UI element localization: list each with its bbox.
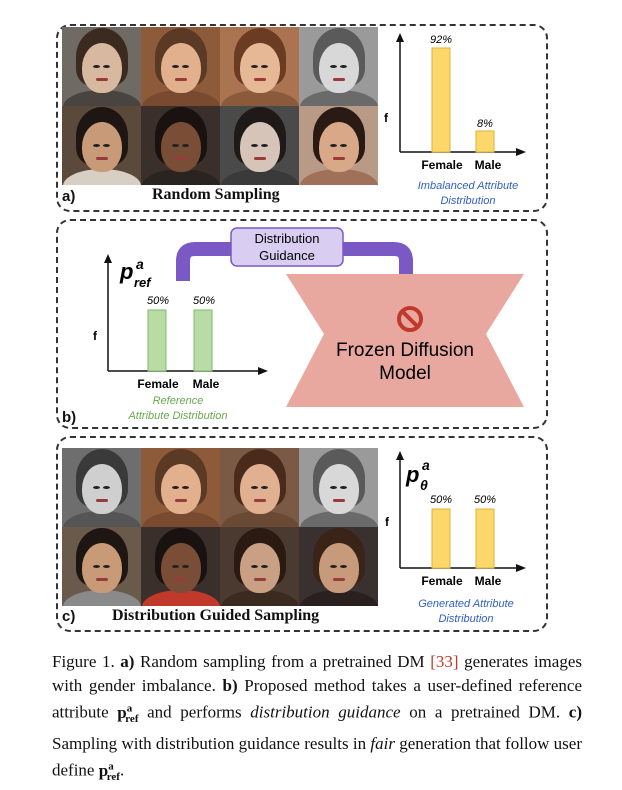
panel-b-label: b) bbox=[62, 409, 77, 426]
caption-b-text2: and performs bbox=[147, 702, 242, 722]
p-ref-sup: a bbox=[136, 256, 144, 272]
guidance-diagram: Distribution Guidance Frozen Diffusion M… bbox=[176, 227, 524, 407]
caption-c-label: c) bbox=[568, 702, 583, 722]
panel-a bbox=[56, 24, 548, 212]
chart-reference: p a ref f 50% 50% Female Male bbox=[93, 254, 268, 391]
y-axis-arrow bbox=[396, 451, 404, 460]
imbalanced-note: Imbalanced Attribute Distribution bbox=[398, 179, 538, 209]
category-female: Female bbox=[421, 574, 463, 588]
y-axis-label: f bbox=[385, 515, 390, 529]
bar-label-male: 50% bbox=[474, 494, 496, 506]
caption-a-text1: Random sampling from a pretrained DM bbox=[140, 652, 425, 671]
portrait-woman-asian bbox=[62, 106, 141, 185]
panel-a-title: Random Sampling bbox=[152, 186, 280, 203]
imbalanced-note-line1: Imbalanced Attribute bbox=[417, 180, 519, 192]
caption-b-italic: distribution guidance bbox=[250, 702, 401, 722]
bar-label-female: 92% bbox=[430, 34, 452, 46]
portrait-woman-dark-hair bbox=[220, 106, 299, 185]
caption-b-text1: Proposed method takes a user-defined ref… bbox=[52, 675, 583, 722]
portrait-woman-closeup bbox=[141, 27, 220, 106]
portrait-woman-hood-grayscale bbox=[299, 27, 378, 106]
chart-generated: p a θ f 50% 50% Female Male bbox=[385, 451, 526, 588]
generated-note-line2: Distribution bbox=[438, 613, 494, 625]
photo-grid-random bbox=[62, 27, 378, 185]
p-theta-symbol: p bbox=[405, 462, 419, 487]
portrait-woman-brunette bbox=[220, 448, 299, 527]
bar-label-female: 50% bbox=[147, 295, 169, 307]
caption-b-label: b) bbox=[222, 675, 238, 695]
y-axis-arrow bbox=[104, 254, 112, 263]
reference-note-line1: Reference bbox=[152, 395, 204, 407]
bar-male bbox=[193, 309, 213, 372]
caption-a-label: a) bbox=[120, 652, 135, 671]
portrait-woman-long-hair-grayscale bbox=[62, 448, 141, 527]
p-theta-sup: a bbox=[422, 457, 430, 473]
portrait-woman-closeup bbox=[141, 448, 220, 527]
caption-a-text2: generates images with gender imbalance. bbox=[52, 652, 582, 695]
frozen-model-shape bbox=[286, 274, 524, 407]
category-female: Female bbox=[137, 377, 179, 391]
caption-c-italic: fair bbox=[370, 733, 395, 753]
bar-label-male: 8% bbox=[477, 118, 493, 130]
caption-b-text3: on a pretrained DM. bbox=[409, 702, 561, 722]
chart-imbalanced: f 92% 8% Female Male bbox=[384, 33, 526, 172]
bar-female bbox=[431, 47, 451, 153]
bar-female bbox=[147, 309, 167, 372]
panel-c bbox=[56, 436, 548, 632]
p-ref-symbol: p bbox=[119, 259, 133, 284]
p-ref-sub: ref bbox=[134, 275, 152, 290]
caption-c-text2: generation that follow user define bbox=[52, 733, 583, 780]
category-male: Male bbox=[475, 574, 502, 588]
p-theta-sub: θ bbox=[420, 477, 428, 493]
x-axis-arrow bbox=[516, 148, 526, 156]
figure-caption: Figure 1. a) Random sampling from a pret… bbox=[52, 652, 583, 784]
portrait-man-asian bbox=[62, 527, 141, 606]
bar-male bbox=[475, 130, 495, 153]
panel-a-label: a) bbox=[62, 188, 76, 205]
x-axis-arrow bbox=[516, 564, 526, 572]
panel-c-label: c) bbox=[62, 608, 76, 625]
y-axis-arrow bbox=[396, 33, 404, 42]
caption-c-text1: Sampling with distribution guidance resu… bbox=[52, 733, 367, 753]
portrait-man-long-hair bbox=[299, 527, 378, 606]
guidance-box bbox=[230, 227, 344, 267]
y-axis-label: f bbox=[93, 329, 98, 343]
portrait-woman-long-hair bbox=[62, 27, 141, 106]
guidance-line2: Guidance bbox=[259, 248, 315, 263]
category-male: Male bbox=[475, 158, 502, 172]
portrait-woman-hood-grayscale bbox=[299, 448, 378, 527]
category-female: Female bbox=[421, 158, 463, 172]
p-ref-math: paref bbox=[117, 702, 139, 726]
photo-grid-guided bbox=[62, 448, 378, 606]
p-ref-math-2: paref bbox=[98, 760, 120, 784]
bar-label-female: 50% bbox=[430, 494, 452, 506]
guidance-line1: Distribution bbox=[254, 231, 319, 246]
stop-icon-slash bbox=[400, 309, 420, 329]
portrait-man-dark-skin bbox=[141, 527, 220, 606]
citation-link[interactable]: [33] bbox=[430, 652, 459, 671]
generated-note: Generated Attribute Distribution bbox=[396, 597, 536, 627]
bar-label-male: 50% bbox=[193, 295, 215, 307]
bar-male bbox=[475, 508, 495, 569]
x-axis-arrow bbox=[258, 367, 268, 375]
portrait-woman-red-hair bbox=[220, 27, 299, 106]
portrait-man-bearded bbox=[220, 527, 299, 606]
reference-note-line2: Attribute Distribution bbox=[128, 410, 228, 422]
bar-female bbox=[431, 508, 451, 569]
fig-number: Figure 1. bbox=[52, 652, 115, 671]
panel-b bbox=[56, 219, 548, 429]
frozen-line1: Frozen Diffusion bbox=[336, 340, 474, 361]
portrait-woman-smiling bbox=[299, 106, 378, 185]
stop-icon bbox=[397, 306, 423, 332]
panel-c-title: Distribution Guided Sampling bbox=[112, 607, 320, 624]
y-axis-label: f bbox=[384, 111, 389, 125]
imbalanced-note-line2: Distribution bbox=[440, 195, 496, 207]
reference-note: Reference Attribute Distribution bbox=[108, 394, 248, 424]
frozen-line2: Model bbox=[379, 363, 431, 384]
portrait-man-dark-skin bbox=[141, 106, 220, 185]
category-male: Male bbox=[193, 377, 220, 391]
generated-note-line1: Generated Attribute bbox=[418, 598, 514, 610]
